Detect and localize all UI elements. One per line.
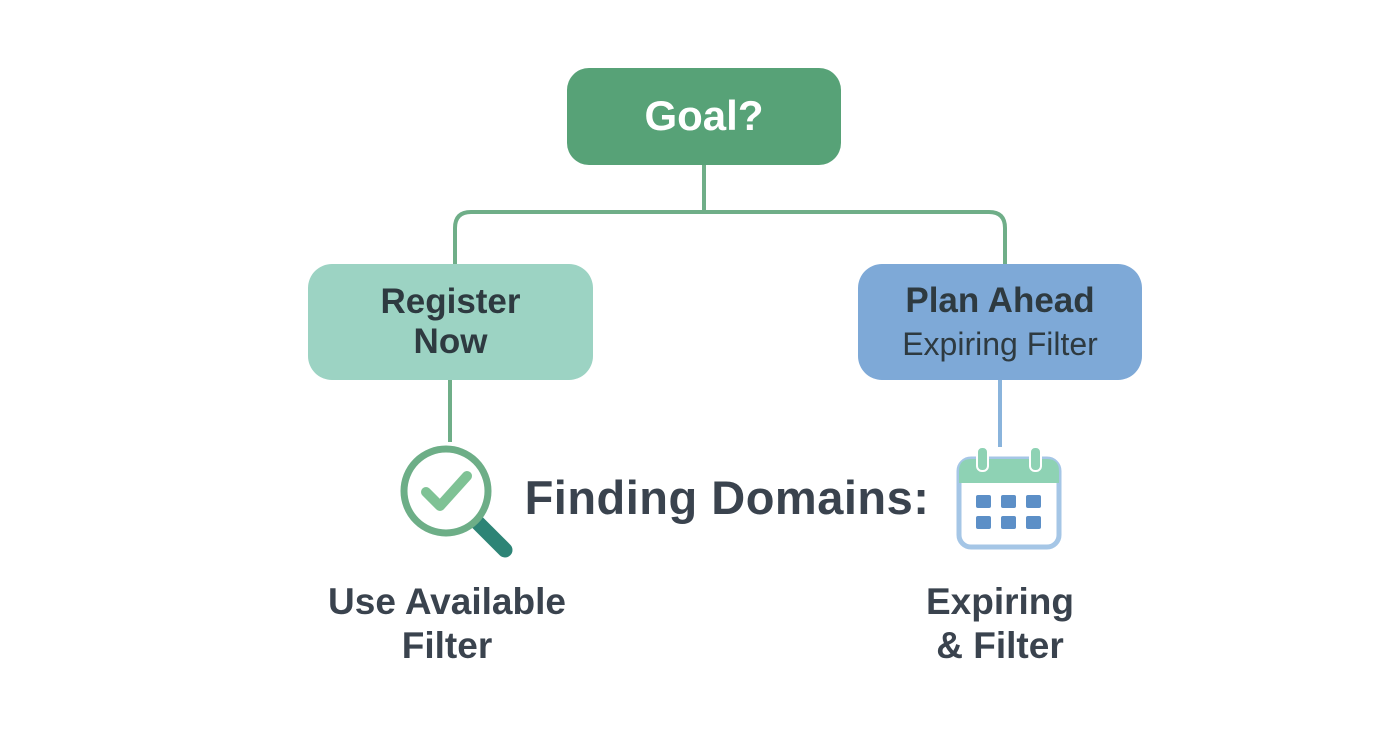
calendar-ring-left: [976, 446, 989, 472]
magnifier-ring: [400, 445, 492, 537]
node-plan-ahead: Plan Ahead Expiring Filter: [858, 264, 1142, 380]
leaf-label-right: Expiring & Filter: [840, 580, 1160, 669]
checkmark-glyph: [421, 471, 472, 511]
node-goal: Goal?: [567, 68, 841, 165]
node-register-now: Register Now: [308, 264, 593, 380]
calendar-ring-right: [1029, 446, 1042, 472]
register-now-line1: Register: [380, 281, 521, 321]
goal-label: Goal?: [644, 92, 764, 140]
calendar-icon: [953, 443, 1065, 553]
register-now-line2: Now: [413, 322, 488, 361]
plan-ahead-line1: Plan Ahead: [905, 281, 1095, 321]
leaf-left-line1: Use Available: [328, 581, 566, 622]
leaf-label-left: Use Available Filter: [287, 580, 607, 669]
calendar-header: [959, 459, 1059, 483]
leaf-right-line1: Expiring: [925, 581, 1075, 622]
leaf-right-line2: & Filter: [936, 625, 1064, 667]
calendar-cells: [976, 495, 1041, 529]
page-title: Finding Domains:: [524, 471, 930, 524]
magnifier-handle: [469, 514, 513, 558]
magnifier-check-icon: [393, 438, 519, 564]
connector-split: [453, 210, 1007, 266]
leaf-left-line2: Filter: [401, 625, 493, 667]
plan-ahead-line2: Expiring Filter: [902, 325, 1098, 362]
